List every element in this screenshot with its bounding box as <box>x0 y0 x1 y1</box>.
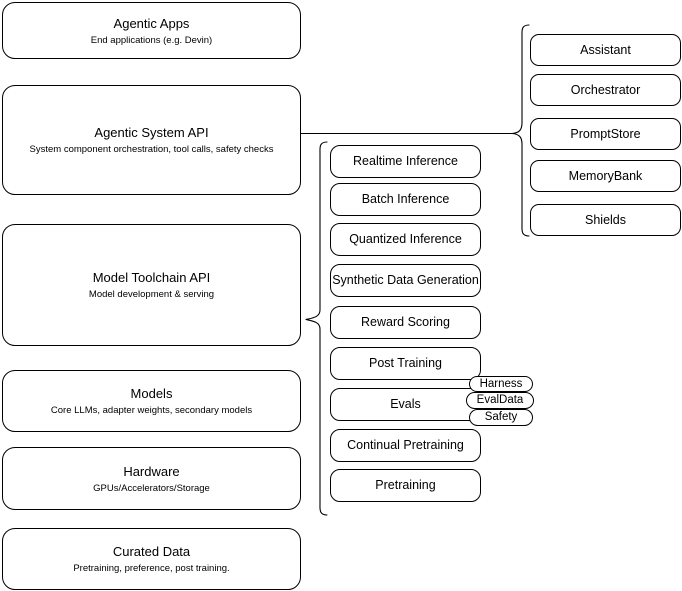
capability-box-reward-scoring[interactable]: Reward Scoring <box>330 306 481 339</box>
layer-box-agentic-system-api[interactable]: Agentic System API System component orch… <box>2 85 301 195</box>
layer-title: Curated Data <box>112 544 191 559</box>
layer-subtitle: System component orchestration, tool cal… <box>29 144 274 155</box>
layer-title: Model Toolchain API <box>92 270 211 285</box>
toolchain-capabilities-brace <box>305 141 328 516</box>
capability-box-evals[interactable]: Evals <box>330 388 481 421</box>
layer-subtitle: End applications (e.g. Devin) <box>90 34 213 46</box>
component-box-memorybank[interactable]: MemoryBank <box>530 160 681 192</box>
capability-box-post-training[interactable]: Post Training <box>330 347 481 380</box>
layer-subtitle: Core LLMs, adapter weights, secondary mo… <box>50 405 253 416</box>
layer-title: Agentic System API <box>94 125 209 140</box>
component-label: Shields <box>585 212 626 227</box>
layer-box-models[interactable]: Models Core LLMs, adapter weights, secon… <box>2 370 301 432</box>
layer-title: Hardware <box>123 463 180 479</box>
layer-subtitle: Pretraining, preference, post training. <box>73 563 230 574</box>
capability-box-pretraining[interactable]: Pretraining <box>330 469 481 502</box>
capability-label: Synthetic Data Generation <box>332 273 479 287</box>
component-label: MemoryBank <box>568 168 643 183</box>
capability-box-realtime-inference[interactable]: Realtime Inference <box>330 145 481 178</box>
eval-pill-harness[interactable]: Harness <box>469 376 533 392</box>
component-box-promptstore[interactable]: PromptStore <box>530 118 681 150</box>
eval-pill-label: Harness <box>479 377 523 390</box>
eval-pill-safety[interactable]: Safety <box>469 409 533 426</box>
component-box-orchestrator[interactable]: Orchestrator <box>530 74 681 106</box>
capability-box-continual-pretraining[interactable]: Continual Pretraining <box>330 429 481 462</box>
capability-box-quantized-inference[interactable]: Quantized Inference <box>330 223 481 256</box>
component-box-assistant[interactable]: Assistant <box>530 34 681 66</box>
component-label: PromptStore <box>570 126 641 141</box>
component-label: Orchestrator <box>570 82 641 97</box>
layer-title: Models <box>130 386 173 401</box>
eval-pill-label: EvalData <box>476 394 524 406</box>
layer-subtitle: GPUs/Accelerators/Storage <box>93 482 210 494</box>
capability-label: Evals <box>390 397 421 411</box>
layer-box-curated-data[interactable]: Curated Data Pretraining, preference, po… <box>2 528 301 590</box>
layer-title: Agentic Apps <box>113 15 190 31</box>
system-components-brace <box>511 24 530 237</box>
eval-pill-evaldata[interactable]: EvalData <box>466 392 534 409</box>
layer-box-model-toolchain-api[interactable]: Model Toolchain API Model development & … <box>2 224 301 346</box>
capability-box-batch-inference[interactable]: Batch Inference <box>330 183 481 216</box>
capability-label: Quantized Inference <box>349 232 462 246</box>
capability-box-synthetic-data-generation[interactable]: Synthetic Data Generation <box>330 264 481 297</box>
capability-label: Realtime Inference <box>353 154 458 168</box>
layer-box-hardware[interactable]: Hardware GPUs/Accelerators/Storage <box>2 447 301 510</box>
capability-label: Pretraining <box>375 478 436 492</box>
capability-label: Batch Inference <box>361 192 450 206</box>
layer-box-agentic-apps[interactable]: Agentic Apps End applications (e.g. Devi… <box>2 2 301 59</box>
capability-label: Post Training <box>369 356 442 370</box>
eval-pill-label: Safety <box>484 411 518 423</box>
component-label: Assistant <box>580 42 631 57</box>
component-box-shields[interactable]: Shields <box>530 204 681 236</box>
capability-label: Reward Scoring <box>361 315 450 329</box>
layer-subtitle: Model development & serving <box>88 289 215 300</box>
capability-label: Continual Pretraining <box>347 438 464 452</box>
